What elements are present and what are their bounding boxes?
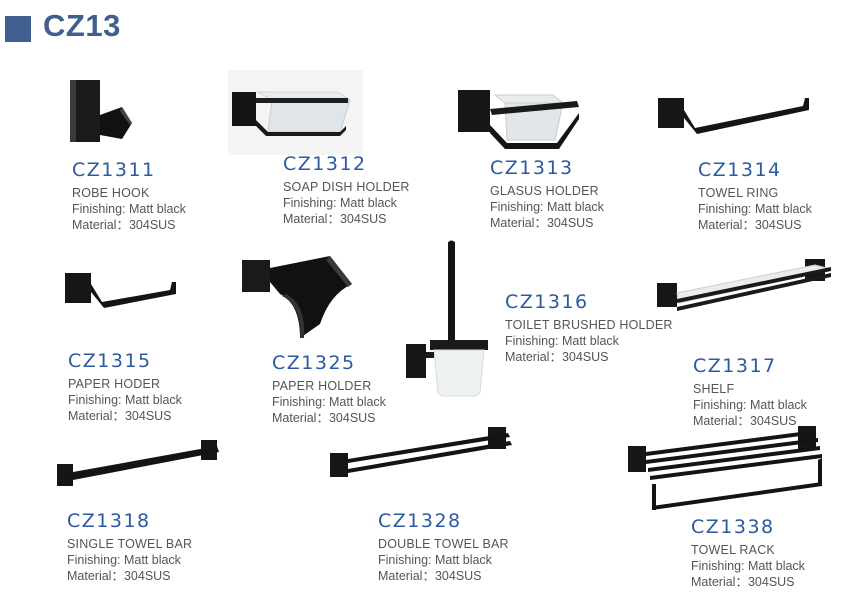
product-cz1315: CZ1315 PAPER HODER Finishing: Matt black… [68, 350, 182, 424]
product-name: SINGLE TOWEL BAR [67, 537, 193, 551]
towel-rack-image [628, 426, 822, 510]
product-code: CZ1314 [698, 159, 782, 181]
product-material: Material：304SUS [272, 411, 376, 425]
single-towel-bar-image [57, 440, 219, 486]
product-code: CZ1318 [67, 510, 151, 532]
product-finishing: Finishing: Matt black [378, 553, 492, 567]
product-finishing: Finishing: Matt black [67, 553, 181, 567]
product-finishing: Finishing: Matt black [693, 398, 807, 412]
product-cz1311: CZ1311 ROBE HOOK Finishing: Matt black M… [72, 159, 186, 233]
product-name: TOILET BRUSHED HOLDER [505, 318, 673, 332]
product-name: ROBE HOOK [72, 186, 150, 200]
product-cz1338: CZ1338 TOWEL RACK Finishing: Matt black … [691, 516, 805, 590]
product-code: CZ1325 [272, 352, 356, 374]
page-title: CZ13 [43, 8, 121, 43]
product-cz1318: CZ1318 SINGLE TOWEL BAR Finishing: Matt … [67, 510, 192, 584]
product-cz1316: CZ1316 TOILET BRUSHED HOLDER Finishing: … [505, 291, 673, 365]
product-code: CZ1338 [691, 516, 775, 538]
product-material: Material：304SUS [378, 569, 482, 583]
product-cz1314: CZ1314 TOWEL RING Finishing: Matt black … [698, 159, 812, 233]
product-material: Material：304SUS [283, 212, 387, 226]
product-finishing: Finishing: Matt black [283, 196, 397, 210]
product-finishing: Finishing: Matt black [72, 202, 186, 216]
product-material: Material：304SUS [490, 216, 594, 230]
product-code: CZ1315 [68, 350, 152, 372]
product-name: PAPER HODER [68, 377, 161, 391]
glass-holder-image [458, 90, 579, 149]
product-name: GLASUS HOLDER [490, 184, 599, 198]
product-code: CZ1313 [490, 157, 574, 179]
product-material: Material：304SUS [72, 218, 176, 232]
product-code: CZ1328 [378, 510, 462, 532]
product-code: CZ1317 [693, 355, 777, 377]
product-cz1325: CZ1325 PAPER HOLDER Finishing: Matt blac… [272, 352, 386, 426]
robe-hook-image [70, 80, 132, 142]
product-name: PAPER HOLDER [272, 379, 372, 393]
product-cz1328: CZ1328 DOUBLE TOWEL BAR Finishing: Matt … [378, 510, 509, 584]
paper-hoder-image [65, 273, 176, 308]
double-towel-bar-image [330, 427, 512, 477]
product-material: Material：304SUS [68, 409, 172, 423]
product-cz1312: CZ1312 SOAP DISH HOLDER Finishing: Matt … [283, 153, 410, 227]
product-name: TOWEL RACK [691, 543, 775, 557]
shelf-image [657, 259, 832, 311]
towel-ring-image [658, 98, 809, 134]
product-material: Material：304SUS [691, 575, 795, 589]
product-material: Material：304SUS [505, 350, 609, 364]
product-finishing: Finishing: Matt black [490, 200, 604, 214]
product-cz1317: CZ1317 SHELF Finishing: Matt black Mater… [693, 355, 807, 429]
product-material: Material：304SUS [67, 569, 171, 583]
product-name: TOWEL RING [698, 186, 779, 200]
product-finishing: Finishing: Matt black [68, 393, 182, 407]
product-material: Material：304SUS [693, 414, 797, 428]
product-name: SHELF [693, 382, 735, 396]
title-square-icon [5, 16, 31, 42]
paper-holder-cover-image [242, 256, 352, 338]
toilet-brush-holder-image [406, 240, 488, 397]
product-material: Material：304SUS [698, 218, 802, 232]
product-code: CZ1316 [505, 291, 589, 313]
product-cz1313: CZ1313 GLASUS HOLDER Finishing: Matt bla… [490, 157, 604, 231]
product-finishing: Finishing: Matt black [691, 559, 805, 573]
product-code: CZ1312 [283, 153, 367, 175]
soap-dish-holder-image [228, 70, 363, 155]
product-name: DOUBLE TOWEL BAR [378, 537, 509, 551]
product-finishing: Finishing: Matt black [698, 202, 812, 216]
product-finishing: Finishing: Matt black [272, 395, 386, 409]
product-name: SOAP DISH HOLDER [283, 180, 410, 194]
product-code: CZ1311 [72, 159, 156, 181]
product-finishing: Finishing: Matt black [505, 334, 619, 348]
